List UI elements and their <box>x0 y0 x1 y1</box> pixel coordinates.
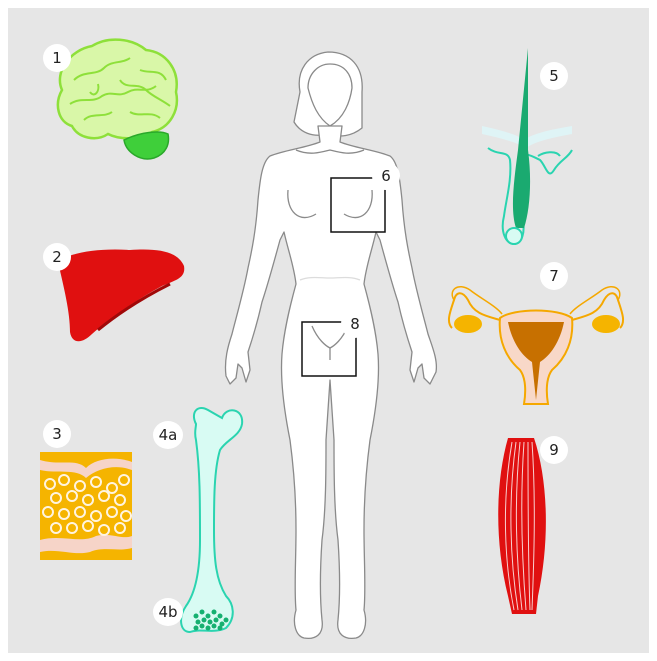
label-uterus: 7 <box>540 262 568 290</box>
female-body-figure <box>225 52 436 638</box>
label-liver: 2 <box>43 243 71 271</box>
label-bone-top: 4a <box>153 421 183 449</box>
brain-illustration <box>58 40 177 159</box>
femur-bone-illustration <box>181 408 242 632</box>
label-muscle: 9 <box>540 436 568 464</box>
label-pelvis: 8 <box>341 310 369 338</box>
label-hair: 5 <box>540 62 568 90</box>
muscle-illustration <box>498 438 546 614</box>
liver-illustration <box>58 250 184 342</box>
label-fat: 3 <box>43 420 71 448</box>
label-bone-bottom: 4b <box>153 598 183 626</box>
label-brain: 1 <box>43 44 71 72</box>
label-breast: 6 <box>372 162 400 190</box>
uterus-ovaries-illustration <box>449 287 623 404</box>
fat-tissue-illustration <box>40 452 132 560</box>
